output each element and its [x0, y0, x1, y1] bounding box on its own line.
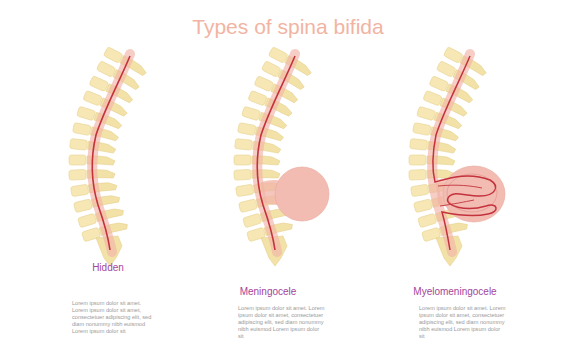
- description: Lorem ipsum dolor sit amet. Lorem ipsum …: [238, 305, 326, 340]
- spine-hidden: [69, 47, 149, 266]
- type-name: Myelomeningocele: [400, 286, 510, 297]
- type-name: Meningocele: [218, 286, 318, 297]
- spinal-cord: [92, 56, 130, 250]
- spine-meningocele: [234, 47, 329, 266]
- meninges-sac: [275, 167, 329, 221]
- spine-myelomeningocele: [409, 47, 505, 266]
- spinal-cord: [257, 56, 295, 250]
- description: Lorem ipsum dolor sit amet. Lorem ipsum …: [419, 305, 507, 340]
- title: Types of spina bifida: [0, 15, 576, 39]
- description: Lorem ipsum dolor sit amet. Lorem ipsum …: [72, 300, 152, 335]
- spinal-cord: [433, 56, 496, 250]
- type-name: Hidden: [58, 262, 158, 273]
